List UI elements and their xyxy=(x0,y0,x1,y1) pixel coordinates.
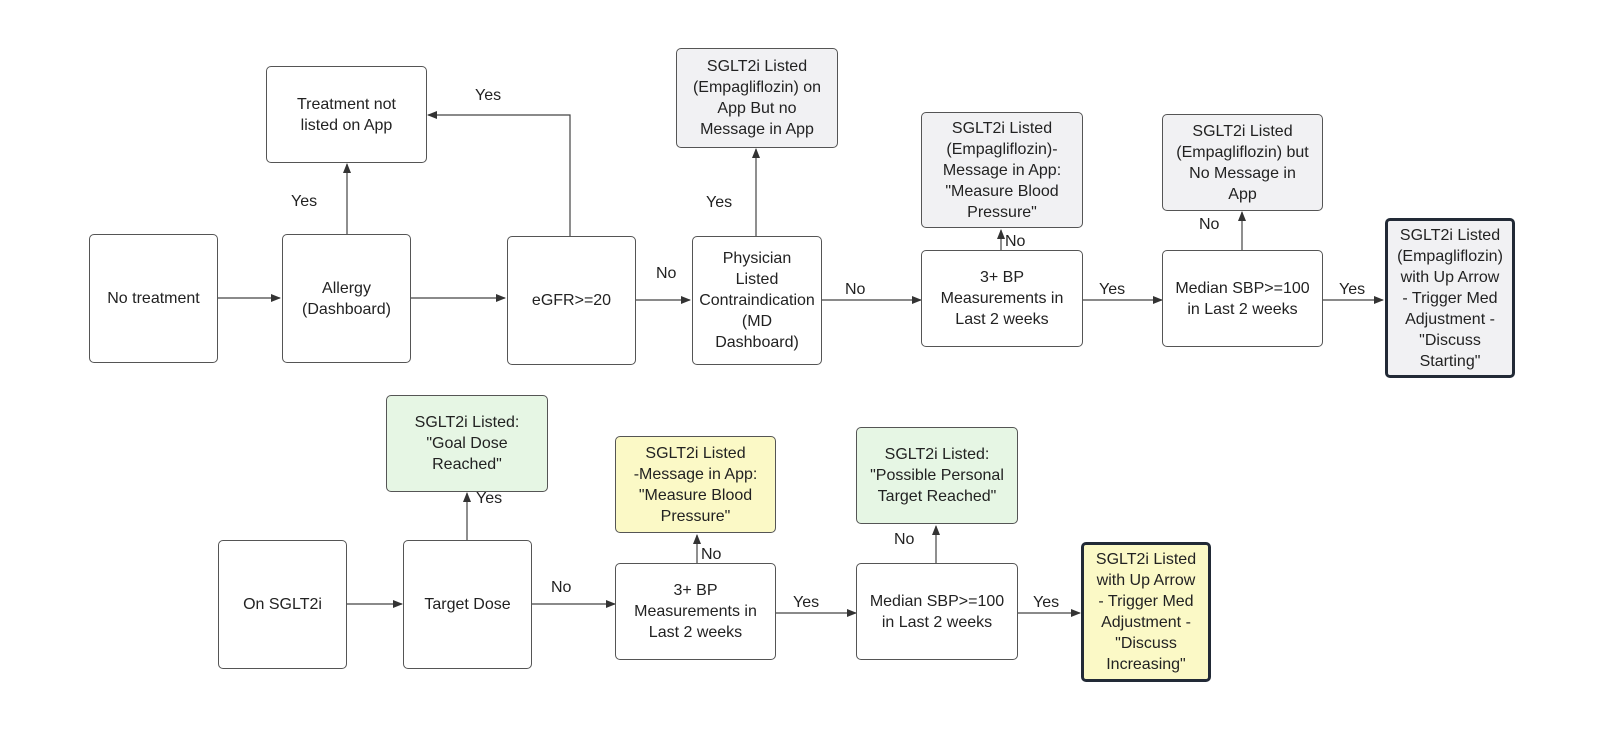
node-discuss-increasing: SGLT2i Listed with Up Arrow - Trigger Me… xyxy=(1081,542,1211,682)
node-bp-measurements-2: 3+ BP Measurements in Last 2 weeks xyxy=(615,563,776,660)
label-no-sbp2: No xyxy=(894,531,915,548)
label-no-sbp1: No xyxy=(1199,216,1220,233)
node-no-treatment: No treatment xyxy=(89,234,218,363)
node-personal-target-reached: SGLT2i Listed: "Possible Personal Target… xyxy=(856,427,1018,524)
node-median-sbp-2: Median SBP>=100 in Last 2 weeks xyxy=(856,563,1018,660)
label-no-target: No xyxy=(551,579,572,596)
label-no-bp1: No xyxy=(1005,233,1026,250)
label-yes-physician: Yes xyxy=(706,194,733,211)
node-median-sbp-1: Median SBP>=100 in Last 2 weeks xyxy=(1162,250,1323,347)
node-bp-measurements-1: 3+ BP Measurements in Last 2 weeks xyxy=(921,250,1083,347)
label-yes-bp2: Yes xyxy=(793,594,820,611)
label-yes-sbp1: Yes xyxy=(1339,281,1366,298)
edge-egfr-to-treatment-not-listed xyxy=(427,111,571,236)
node-measure-bp-2: SGLT2i Listed -Message in App: "Measure … xyxy=(615,436,776,533)
node-discuss-starting: SGLT2i Listed (Empagliflozin) with Up Ar… xyxy=(1385,218,1515,378)
node-treatment-not-listed: Treatment not listed on App xyxy=(266,66,427,163)
label-yes-allergy: Yes xyxy=(291,193,318,210)
node-allergy: Allergy (Dashboard) xyxy=(282,234,411,363)
node-egfr: eGFR>=20 xyxy=(507,236,636,365)
label-no-bp2: No xyxy=(701,546,722,563)
node-sglt2i-no-message-2: SGLT2i Listed (Empagliflozin) but No Mes… xyxy=(1162,114,1323,211)
label-no-physician: No xyxy=(845,281,866,298)
label-yes-sbp2: Yes xyxy=(1033,594,1060,611)
node-physician-contraindication: Physician Listed Contraindication (MD Da… xyxy=(692,236,822,365)
node-sglt2i-no-message-top: SGLT2i Listed (Empagliflozin) on App But… xyxy=(676,48,838,148)
label-yes-egfr: Yes xyxy=(475,87,502,104)
label-yes-bp1: Yes xyxy=(1099,281,1126,298)
node-on-sglt2i: On SGLT2i xyxy=(218,540,347,669)
label-yes-target: Yes xyxy=(476,490,503,507)
node-goal-dose-reached: SGLT2i Listed: "Goal Dose Reached" xyxy=(386,395,548,492)
node-measure-bp-1: SGLT2i Listed (Empagliflozin)- Message i… xyxy=(921,112,1083,228)
node-target-dose: Target Dose xyxy=(403,540,532,669)
label-no-egfr: No xyxy=(656,265,677,282)
